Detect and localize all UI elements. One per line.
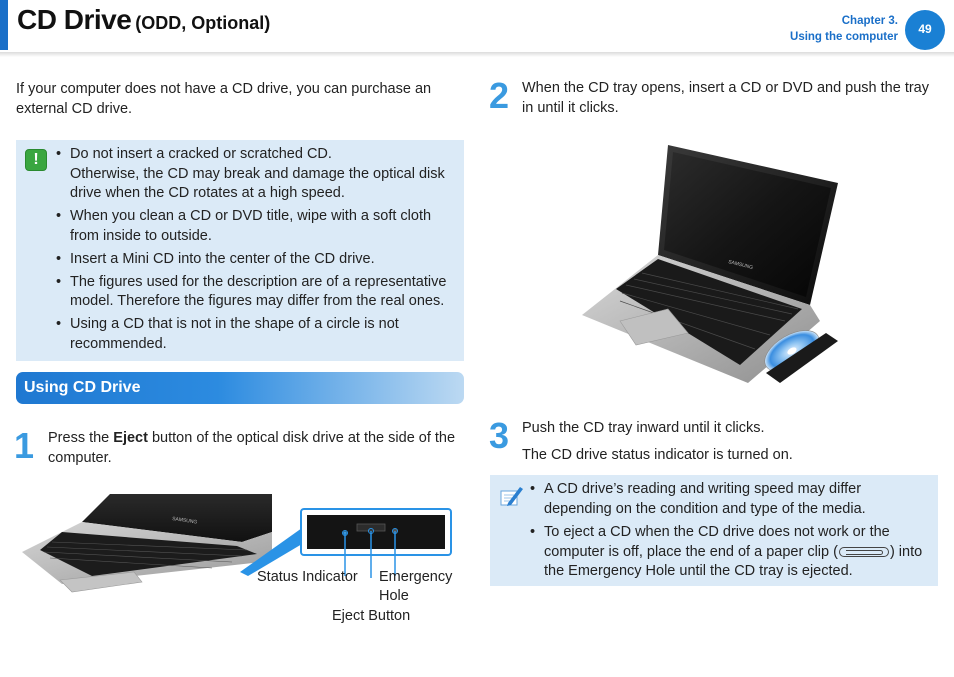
emergency-hole-label-line1: Emergency bbox=[379, 569, 453, 585]
warning-item-text: Otherwise, the CD may break and damage t… bbox=[70, 165, 445, 202]
chapter-number: Chapter 3. bbox=[841, 15, 898, 27]
status-indicator-label: Status Indicator bbox=[257, 569, 358, 585]
page-number-badge: 49 bbox=[905, 10, 945, 50]
laptop-side-image: SAMSUNG bbox=[22, 494, 272, 593]
step-1-post: button of the optical disk drive at the … bbox=[48, 430, 456, 466]
section-title: Using CD Drive bbox=[24, 379, 141, 396]
warning-item-text: The figures used for the description are… bbox=[70, 273, 447, 310]
paper-clip-icon bbox=[838, 546, 889, 557]
step-1-text: Press the Eject button of the optical di… bbox=[48, 429, 458, 468]
step-number-2: 2 bbox=[489, 75, 510, 116]
laptop-cd-tray-image: SAMSUNG bbox=[582, 145, 838, 383]
warning-item-text: When you clean a CD or DVD title, wipe w… bbox=[70, 208, 432, 244]
warning-item: The figures used for the description are… bbox=[54, 273, 456, 312]
tip-box: A CD drive’s reading and writing speed m… bbox=[490, 475, 938, 586]
drive-closeup-image bbox=[240, 508, 452, 578]
tip-item-pre: To eject a CD when the CD drive does not… bbox=[544, 524, 890, 560]
page-title-sub: (ODD, Optional) bbox=[135, 13, 271, 33]
eject-button-label: Eject Button bbox=[332, 608, 411, 624]
step-1-pre: Press the bbox=[48, 430, 114, 446]
chapter-label: Chapter 3. Using the computer bbox=[790, 13, 898, 45]
warning-box: Do not insert a cracked or scratched CD.… bbox=[16, 140, 464, 361]
step-number-3: 3 bbox=[489, 415, 510, 456]
emergency-hole-label-line2: Hole bbox=[379, 588, 409, 604]
header-accent-bar bbox=[0, 0, 8, 50]
laptop-brand-text: SAMSUNG bbox=[172, 516, 198, 525]
step-2-text: When the CD tray opens, insert a CD or D… bbox=[522, 80, 929, 116]
warning-icon bbox=[25, 149, 47, 171]
pencil-note-icon bbox=[500, 487, 523, 506]
page-title: CD Drive(ODD, Optional) bbox=[17, 6, 271, 36]
section-header: Using CD Drive bbox=[16, 372, 464, 404]
tip-item: To eject a CD when the CD drive does not… bbox=[528, 523, 928, 582]
step-3-subtext: The CD drive status indicator is turned … bbox=[522, 447, 793, 463]
warning-item-text: Do not insert a cracked or scratched CD. bbox=[70, 146, 332, 162]
laptop-brand-text: SAMSUNG bbox=[728, 259, 754, 271]
tip-item-post: ) into the Emergency Hole until the CD t… bbox=[544, 543, 923, 580]
tip-item-text: A CD drive’s reading and writing speed m… bbox=[544, 481, 866, 517]
warning-item-text: Insert a Mini CD into the center of the … bbox=[70, 250, 375, 267]
step-1-bold: Eject bbox=[113, 430, 148, 446]
step-3-text: Push the CD tray inward until it clicks. bbox=[522, 420, 765, 436]
step-number-1: 1 bbox=[14, 425, 35, 466]
page-title-main: CD Drive bbox=[17, 4, 132, 35]
chapter-title: Using the computer bbox=[790, 31, 898, 43]
warning-item: Insert a Mini CD into the center of the … bbox=[54, 250, 456, 270]
warning-item: When you clean a CD or DVD title, wipe w… bbox=[54, 207, 456, 246]
warning-item: Do not insert a cracked or scratched CD.… bbox=[54, 145, 456, 204]
intro-text: If your computer does not have a CD driv… bbox=[16, 81, 432, 117]
tip-list: A CD drive’s reading and writing speed m… bbox=[528, 480, 928, 586]
warning-item-text: Using a CD that is not in the shape of a… bbox=[70, 316, 399, 352]
header-divider bbox=[0, 52, 954, 57]
warning-list: Do not insert a cracked or scratched CD.… bbox=[54, 145, 456, 358]
tip-item: A CD drive’s reading and writing speed m… bbox=[528, 480, 928, 519]
warning-item: Using a CD that is not in the shape of a… bbox=[54, 315, 456, 354]
